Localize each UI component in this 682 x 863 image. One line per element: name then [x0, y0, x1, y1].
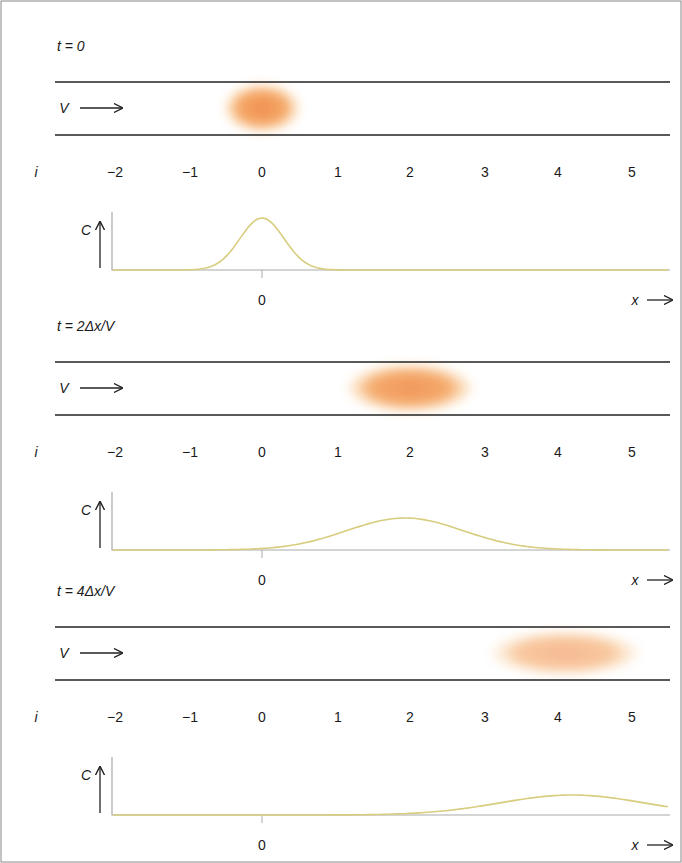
tube-wall	[55, 361, 670, 363]
tracer-blob	[222, 82, 302, 134]
grid-index: 0	[258, 165, 266, 179]
index-label: i	[34, 165, 37, 179]
grid-index: 4	[554, 710, 562, 724]
index-label: i	[34, 445, 37, 459]
c-axis-arrow	[99, 222, 100, 268]
origin-tick	[262, 270, 263, 278]
grid-index: 1	[334, 445, 342, 459]
velocity-label: V	[59, 381, 68, 395]
grid-index: 1	[334, 710, 342, 724]
origin-label: 0	[258, 293, 266, 307]
origin-label: 0	[258, 573, 266, 587]
grid-index: 4	[554, 445, 562, 459]
grid-index: 1	[334, 165, 342, 179]
flow-arrow	[80, 107, 122, 108]
tube-wall	[55, 626, 670, 628]
grid-index: 5	[628, 710, 636, 724]
axes	[112, 212, 670, 270]
origin-tick	[262, 550, 263, 558]
velocity-label: V	[59, 101, 68, 115]
grid-index: 2	[406, 445, 414, 459]
tube-wall	[55, 679, 670, 681]
origin-label: 0	[258, 838, 266, 852]
axis-label: x	[632, 293, 639, 307]
grid-index: 2	[406, 165, 414, 179]
grid-index: −2	[107, 710, 123, 724]
axis-label: C	[81, 768, 91, 782]
tracer-blob	[344, 362, 476, 414]
grid-index: −2	[107, 165, 123, 179]
x-axis-arrow	[647, 844, 672, 845]
flow-arrow	[80, 387, 122, 388]
axis-label: C	[81, 503, 91, 517]
grid-index: −2	[107, 445, 123, 459]
grid-index: 5	[628, 165, 636, 179]
axis-label: x	[632, 573, 639, 587]
velocity-label: V	[59, 646, 68, 660]
grid-index: 2	[406, 710, 414, 724]
grid-index: −1	[182, 445, 198, 459]
axis-label: C	[81, 223, 91, 237]
axes	[112, 492, 670, 550]
grid-index: 3	[481, 165, 489, 179]
tube-wall	[55, 81, 670, 83]
concentration-curve	[113, 518, 668, 550]
grid-index: 0	[258, 710, 266, 724]
panel	[55, 362, 672, 580]
c-axis-arrow	[99, 767, 100, 813]
grid-index: 3	[481, 445, 489, 459]
panel	[55, 82, 672, 300]
c-axis-arrow	[99, 502, 100, 548]
axes	[112, 757, 670, 815]
tracer-blob	[487, 629, 643, 677]
flow-arrow	[80, 652, 122, 653]
panel	[55, 627, 672, 845]
tube-wall	[55, 414, 670, 416]
index-label: i	[34, 710, 37, 724]
grid-index: −1	[182, 710, 198, 724]
concentration-curve	[113, 795, 668, 815]
x-axis-arrow	[647, 299, 672, 300]
time-label: t = 4Δx/V	[57, 584, 114, 598]
concentration-curve	[113, 218, 668, 270]
time-label: t = 0	[57, 39, 85, 53]
grid-index: 5	[628, 445, 636, 459]
grid-index: 4	[554, 165, 562, 179]
grid-index: 0	[258, 445, 266, 459]
time-label: t = 2Δx/V	[57, 319, 114, 333]
axis-label: x	[632, 838, 639, 852]
grid-index: −1	[182, 165, 198, 179]
grid-index: 3	[481, 710, 489, 724]
origin-tick	[262, 815, 263, 823]
x-axis-arrow	[647, 579, 672, 580]
tube-wall	[55, 134, 670, 136]
